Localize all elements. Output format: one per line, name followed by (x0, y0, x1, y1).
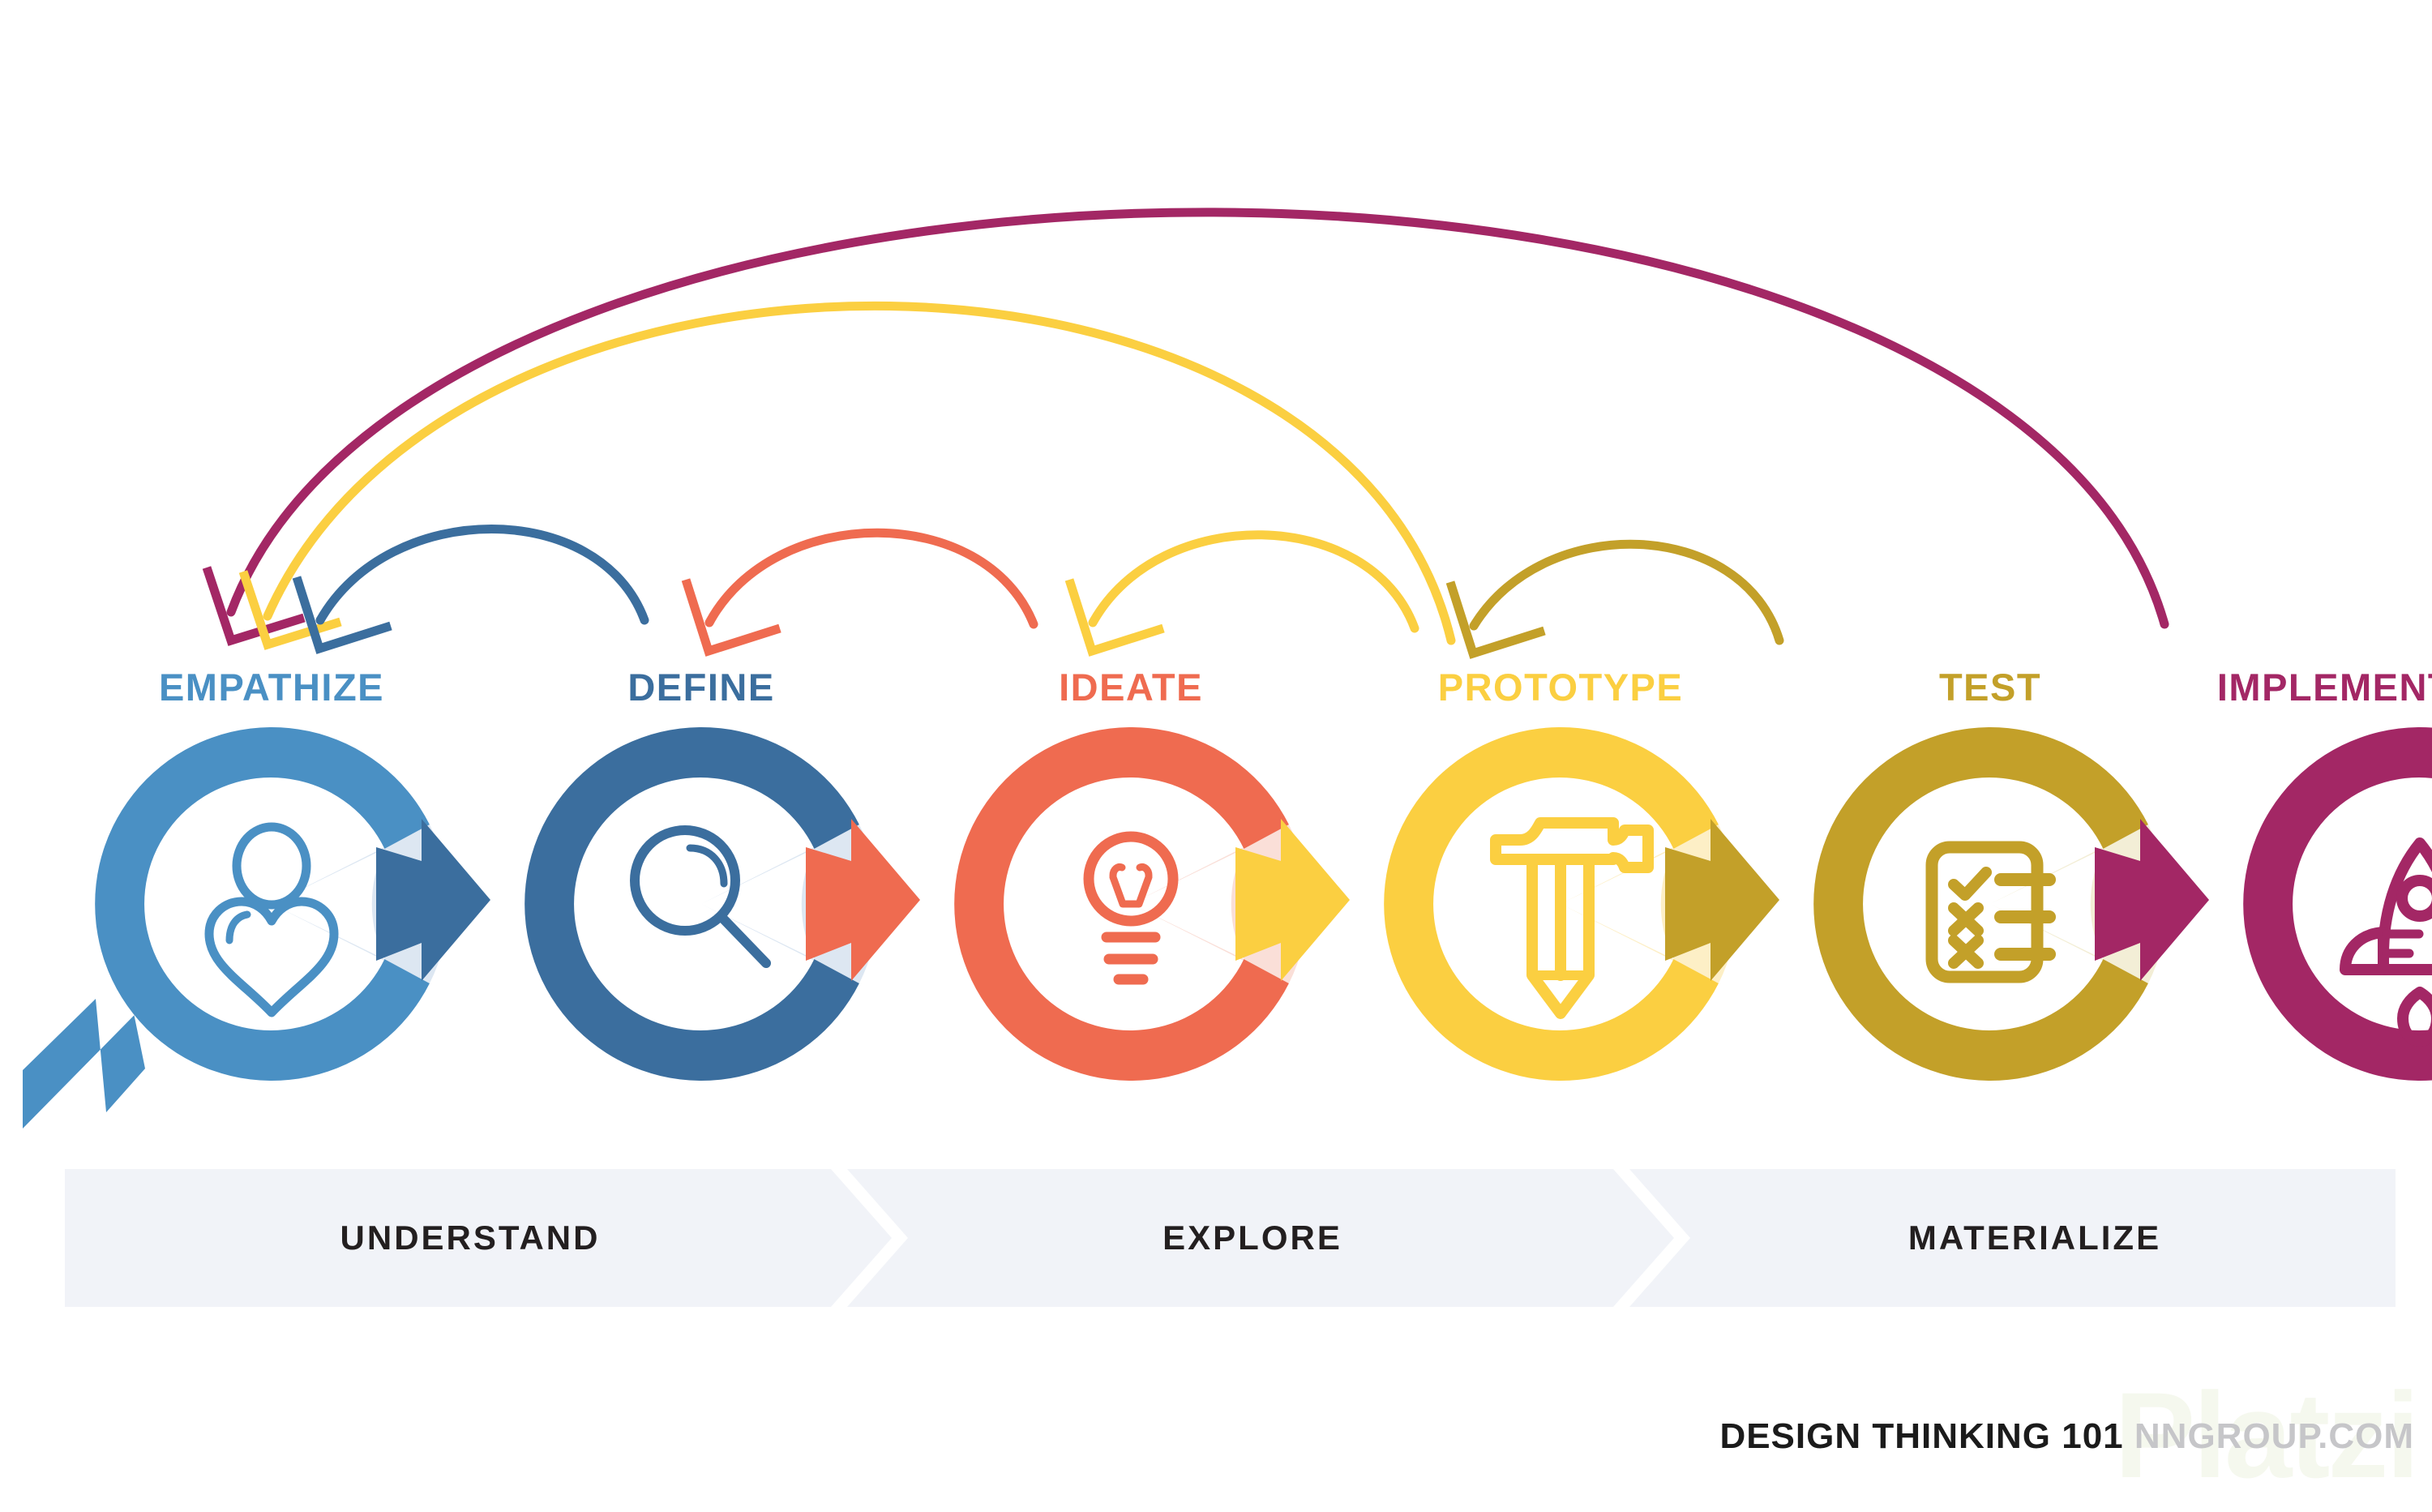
feedback-arc-test-to-prototype (1445, 539, 1784, 659)
feedback-arc-implement-to-empathize (202, 208, 2169, 646)
phase-ring-test (1665, 727, 2168, 1081)
ring-body-prototype (1384, 727, 1719, 1081)
ring-body-ideate (954, 727, 1289, 1081)
checklist-icon (1925, 841, 2056, 983)
phase-label-empathize: EMPATHIZE (158, 666, 385, 709)
rocket-icon (2340, 837, 2432, 1047)
ring-body-empathize (95, 727, 430, 1081)
feedback-arc-prototype-to-ideate (1064, 530, 1419, 657)
watermark-text: Platzi (2114, 1367, 2420, 1503)
feedback-arc-prototype-to-define (681, 528, 1038, 657)
feedback-arc-define-to-empathize (292, 525, 649, 654)
phase-rings-group (23, 727, 2432, 1129)
credit-title: DESIGN THINKING 101 (1719, 1416, 2124, 1456)
ring-body-test (1813, 727, 2148, 1081)
band-label-explore: EXPLORE (1162, 1219, 1342, 1257)
phase-label-define: DEFINE (627, 666, 775, 709)
magnifier-icon (630, 825, 771, 968)
phase-ring-ideate (806, 727, 1308, 1081)
phase-ring-prototype (1235, 727, 1738, 1081)
person-heart-icon (204, 822, 339, 1017)
platzi-watermark: Platzi (2114, 1365, 2420, 1506)
ring-arrowhead-prototype (1235, 819, 1350, 981)
band-label-materialize: MATERIALIZE (1907, 1219, 2162, 1257)
feedback-arcs-group (202, 208, 2169, 659)
ring-arrowhead-test (1665, 819, 1779, 981)
phase-label-ideate: IDEATE (1059, 666, 1203, 709)
feedback-arc-prototype-to-empathize (238, 302, 1456, 650)
band-label-understand: UNDERSTAND (340, 1219, 601, 1257)
phase-label-implement: IMPLEMENT (2216, 666, 2432, 709)
band-shape-explore (847, 1169, 1674, 1307)
phase-ring-implement (2095, 727, 2432, 1081)
credit-site: NNGROUP.COM (2134, 1416, 2414, 1456)
phase-bands-group (65, 1169, 2396, 1307)
phase-label-test: TEST (1938, 666, 2042, 709)
ring-arrowhead-implement (2095, 819, 2209, 981)
ring-tail-empathize (23, 999, 145, 1129)
phase-label-prototype: PROTOTYPE (1437, 666, 1684, 709)
ring-body-define (525, 727, 859, 1081)
ring-arrowhead-define (376, 819, 490, 981)
ring-body-implement (2243, 727, 2432, 1081)
band-shape-understand (65, 1169, 892, 1307)
credit-line: DESIGN THINKING 101 NNGROUP.COM (1719, 1416, 2414, 1457)
lightbulb-icon (1083, 831, 1179, 985)
hammer-pencil-icon (1490, 817, 1654, 1019)
band-shape-materialize (1629, 1169, 2396, 1307)
ring-arrowhead-ideate (806, 819, 920, 981)
phase-icons-group (204, 817, 2432, 1047)
